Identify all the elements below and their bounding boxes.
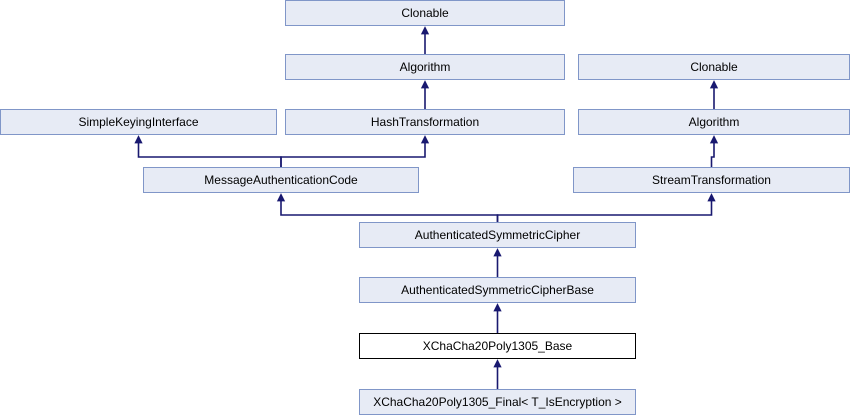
class-node-streamtransform[interactable]: StreamTransformation xyxy=(573,167,850,193)
class-node-label: SimpleKeyingInterface xyxy=(78,115,199,129)
class-node-ascbase[interactable]: AuthenticatedSymmetricCipherBase xyxy=(359,277,636,303)
class-node-asc[interactable]: AuthenticatedSymmetricCipher xyxy=(359,222,636,248)
class-node-label: XChaCha20Poly1305_Final< T_IsEncryption … xyxy=(373,395,622,409)
inheritance-arrowhead xyxy=(709,135,719,144)
edge-mac-to-simplekeying xyxy=(137,142,282,167)
class-node-label: HashTransformation xyxy=(370,115,480,129)
edge-asc-to-mac xyxy=(280,200,499,222)
inheritance-arrowhead xyxy=(493,359,502,368)
edge-mac-to-hashtransformation xyxy=(280,142,426,167)
inheritance-arrowhead xyxy=(709,80,719,89)
inheritance-arrowhead xyxy=(493,303,502,312)
class-node-xchacha_final[interactable]: XChaCha20Poly1305_Final< T_IsEncryption … xyxy=(359,389,636,415)
class-node-clonable_right[interactable]: Clonable xyxy=(578,54,850,80)
inheritance-arrowhead xyxy=(493,248,502,257)
edge-streamtransform-to-algorithm_right xyxy=(710,142,715,167)
class-node-label: Clonable xyxy=(690,60,738,74)
class-node-algorithm_right[interactable]: Algorithm xyxy=(578,109,850,135)
class-node-label: AuthenticatedSymmetricCipherBase xyxy=(401,283,594,297)
inheritance-arrowhead xyxy=(134,135,143,144)
class-node-label: StreamTransformation xyxy=(652,173,771,187)
inheritance-arrowhead xyxy=(420,80,430,89)
class-node-label: AuthenticatedSymmetricCipher xyxy=(414,228,581,242)
inheritance-arrowhead xyxy=(276,193,286,202)
class-node-label: Clonable xyxy=(401,6,449,20)
class-node-label: Algorithm xyxy=(399,60,451,74)
class-node-clonable_left[interactable]: Clonable xyxy=(285,0,565,26)
class-node-algorithm_left[interactable]: Algorithm xyxy=(285,54,565,80)
class-node-mac[interactable]: MessageAuthenticationCode xyxy=(143,167,419,193)
class-node-simplekeying[interactable]: SimpleKeyingInterface xyxy=(0,109,277,135)
edge-asc-to-streamtransform xyxy=(496,200,713,222)
inheritance-arrowhead xyxy=(707,193,716,202)
inheritance-arrowhead xyxy=(420,26,430,35)
class-node-label: MessageAuthenticationCode xyxy=(204,173,358,187)
class-node-label: Algorithm xyxy=(688,115,740,129)
class-node-hashtransformation[interactable]: HashTransformation xyxy=(285,109,565,135)
inheritance-arrowhead xyxy=(420,135,430,144)
class-node-label: XChaCha20Poly1305_Base xyxy=(422,339,573,353)
class-node-xchacha_base[interactable]: XChaCha20Poly1305_Base xyxy=(359,333,636,359)
